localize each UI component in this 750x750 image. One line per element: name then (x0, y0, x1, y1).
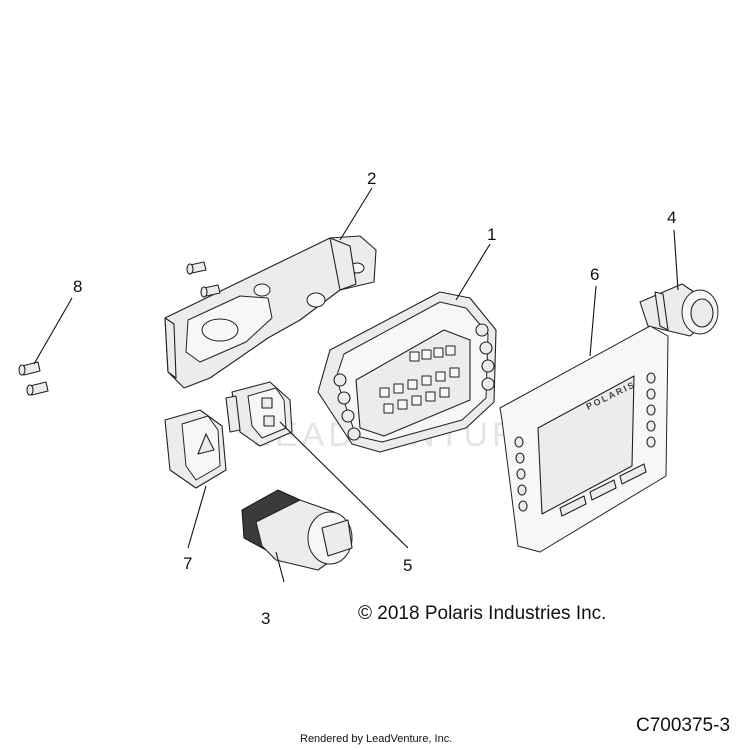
copyright-text: © 2018 Polaris Industries Inc. (358, 603, 607, 624)
screws (18, 361, 49, 396)
ignition-switch[interactable] (241, 489, 353, 571)
cluster-display-icons (379, 345, 460, 414)
hazard-switch[interactable] (164, 409, 227, 489)
cluster-side-buttons (333, 323, 495, 441)
callout-7: 7 (183, 554, 192, 573)
leader-lines (33, 187, 679, 583)
callout-4: 4 (667, 208, 676, 227)
callout-3: 3 (261, 609, 270, 628)
callout-8: 8 (73, 277, 82, 296)
cluster-bezel[interactable]: POLARIS (499, 325, 669, 553)
callout-6: 6 (590, 265, 599, 284)
rendered-by-text: Rendered by LeadVenture, Inc. (300, 733, 453, 745)
rocker-switch-dual[interactable] (225, 381, 293, 447)
instrument-cluster[interactable] (317, 291, 497, 453)
power-outlet[interactable] (639, 283, 719, 337)
callout-5: 5 (403, 556, 412, 575)
part-number: C700375-3 (636, 715, 731, 736)
callout-2: 2 (367, 169, 376, 188)
bracket-screws (186, 261, 221, 298)
callout-1: 1 (487, 225, 496, 244)
bezel-button-holes (514, 372, 656, 517)
mounting-bracket[interactable] (164, 235, 377, 389)
